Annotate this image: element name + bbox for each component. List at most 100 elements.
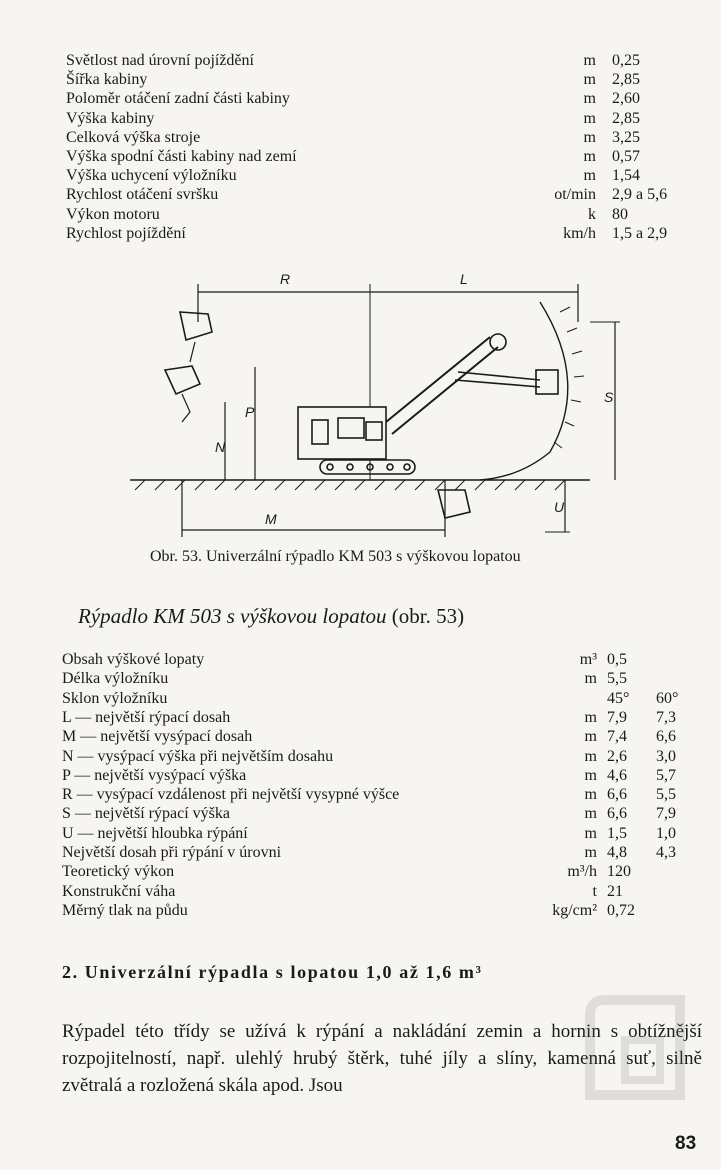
spec-row: Největší dosah při rýpání v úrovni m 4,8 4,… [62,843,687,863]
body-paragraph: Rýpadel této třídy se užívá k rýpání a n… [62,1021,702,1096]
subtitle-italic: Rýpadlo KM 503 s výškovou lopatou [78,604,387,628]
spec-value-45: 21 [607,882,623,900]
subsection-title: Rýpadlo KM 503 s výškovou lopatou (obr. … [78,604,464,629]
spec-value-45: 1,5 [607,824,627,842]
figure-caption: Obr. 53. Univerzální rýpadlo KM 503 s vý… [150,548,521,565]
spec-row: Délka výložníku m 5,5 [62,669,687,689]
spec-unit: m [584,747,597,765]
spec-value-45: 6,6 [607,805,627,823]
spec-label: Rychlost pojíždění [66,224,186,242]
spec-label: Světlost nad úrovní pojíždění [66,52,254,69]
spec-label: Celková výška stroje [66,128,201,146]
spec-unit: ot/min [554,186,596,204]
spec-label: Rychlost otáčení svršku [66,186,219,204]
spec-label: Největší dosah při rýpání v úrovni [62,844,282,861]
spec-value-45: 7,9 [607,708,627,726]
spec-label: Výška uchycení výložníku [66,167,237,185]
spec-unit: m [583,128,596,146]
spec-value-60: 7,9 [656,805,676,823]
spec-label: Obsah výškové lopaty [62,651,205,668]
spec-label: Teoretický výkon [62,863,175,881]
library-watermark-logo [585,995,685,1100]
spec-unit: kg/cm² [552,901,597,919]
spec-label: Výška kabiny [66,109,155,127]
spec-unit: m [583,167,596,185]
spec-label: Konstrukční váha [62,882,176,900]
spec-value-45: 7,4 [607,728,627,746]
spec-label: Poloměr otáčení zadní části kabiny [66,90,290,108]
label-u: U [554,499,565,515]
spec-value-60: 4,3 [656,844,676,861]
spec-value: 0,57 [612,148,640,165]
spec-value-60: 5,7 [656,766,676,784]
spec-label: Výkon motoru [66,205,160,223]
spec-value-45: 0,72 [607,901,635,919]
dump-bucket-upper [178,311,213,342]
digging-arc [479,301,569,481]
spec-label: P — největší vysýpací výška [62,766,247,784]
spec-label: R — vysýpací vzdálenost při největší vys… [62,786,400,804]
spec-value-45: 4,6 [607,766,627,784]
spec-value: 3,25 [612,128,640,146]
spec-label: Sklon výložníku [62,689,168,707]
label-m: M [265,511,277,527]
spec-unit: m [584,786,597,804]
spec-label: U — největší hloubka rýpání [62,824,248,842]
spec-row: Výška uchycení výložníku m 1,54 [66,166,686,186]
spec-label: S — největší rýpací výška [62,805,230,823]
label-r: R [280,271,290,287]
spec-unit: m [584,708,597,726]
spec-value-60: 1,0 [656,824,676,842]
spec-value-45: 6,6 [607,786,627,804]
excavator-boom [385,336,499,435]
spec-value: 2,85 [612,109,640,127]
excavator-bucket [535,369,559,395]
spec-unit: m [584,805,597,823]
excavator-tracks [319,459,416,475]
spec-row: Celková výška stroje m 3,25 [66,128,686,148]
spec-value-60: 7,3 [656,708,676,726]
spec-value-45: 2,6 [607,747,627,765]
spec-value: 1,54 [612,167,640,185]
spec-label: Délka výložníku [62,670,169,688]
spec-value-45: 45° [607,689,630,707]
label-l: L [460,271,468,287]
label-n: N [215,439,226,455]
spec-row: R — vysýpací vzdálenost při největší vys… [62,785,687,805]
spec-unit: m [584,728,597,746]
spec-label: M — největší vysýpací dosah [62,728,253,746]
spec-unit: m [584,844,597,861]
spec-value-45: 4,8 [607,844,627,861]
spec-unit: km/h [563,224,596,242]
spec-value-60: 5,5 [656,786,676,804]
spec-label: Výška spodní části kabiny nad zemí [66,148,297,165]
spec-value-60: 3,0 [656,747,676,765]
label-s: S [604,389,614,405]
spec-unit: m [584,670,597,688]
spec-unit: k [588,205,596,223]
spec-unit: m [583,71,596,89]
dump-bucket-lower [163,365,202,396]
spec-row: S — největší rýpací výška m 6,6 7,9 [62,804,687,824]
spec-unit: m³/h [567,863,597,881]
spec-row: Sklon výložníku 45° 60° [62,689,687,709]
spec-value-45: 5,5 [607,670,627,688]
spec-value-60: 60° [656,689,679,707]
spec-value: 0,25 [612,52,640,69]
